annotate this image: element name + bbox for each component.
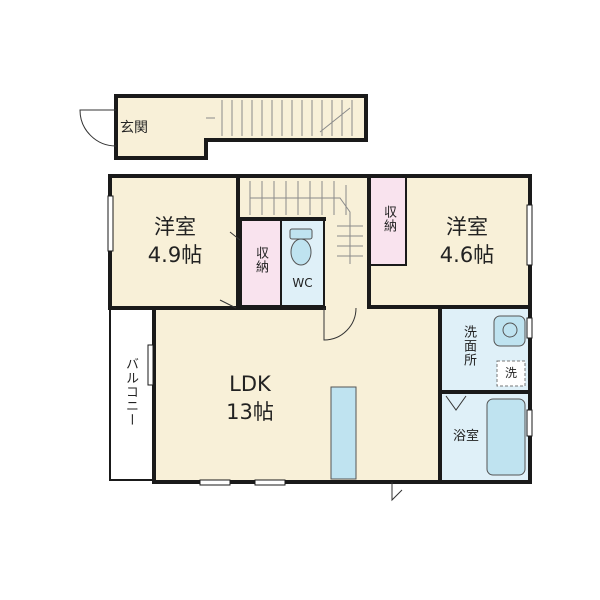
doors bbox=[79, 109, 467, 502]
ldk-size: 13帖 bbox=[226, 400, 274, 424]
western-room-right-size: 4.6帖 bbox=[439, 243, 495, 267]
storage-left-label: 収納 bbox=[252, 246, 268, 274]
windows bbox=[107, 195, 533, 486]
washroom-label: 洗面所 bbox=[460, 325, 476, 367]
western-room-left-floor bbox=[111, 177, 238, 307]
toilet-tank-icon bbox=[289, 228, 313, 240]
hall-floor bbox=[324, 219, 369, 309]
western-room-right-name: 洋室 bbox=[446, 215, 488, 239]
genkan-floor bbox=[116, 98, 206, 158]
sink-icon bbox=[493, 315, 526, 347]
balcony-label: バルコニー bbox=[122, 357, 138, 427]
storage-right-label: 収納 bbox=[380, 205, 396, 233]
sink-basin-icon bbox=[502, 322, 518, 338]
ldk-floor bbox=[154, 308, 440, 481]
bathroom-label: 浴室 bbox=[452, 429, 479, 444]
laundry-space-icon bbox=[496, 360, 526, 387]
toilet-label: WC bbox=[292, 276, 313, 290]
kitchen-counter-icon bbox=[330, 386, 357, 480]
western-room-left-size: 4.9帖 bbox=[147, 243, 203, 267]
laundry-label: 洗 bbox=[504, 366, 517, 380]
stairs-lower-icon bbox=[249, 181, 363, 264]
stairs-upper-floor bbox=[206, 98, 366, 140]
stairs-upper-icon bbox=[206, 100, 353, 136]
genkan-label: 玄関 bbox=[120, 120, 148, 136]
ldk-name: LDK bbox=[229, 372, 271, 396]
walls bbox=[108, 94, 532, 484]
bathtub-icon bbox=[486, 398, 526, 476]
balcony-area bbox=[109, 307, 155, 481]
toilet-bowl-icon bbox=[290, 238, 312, 266]
western-room-left-name: 洋室 bbox=[154, 215, 196, 239]
